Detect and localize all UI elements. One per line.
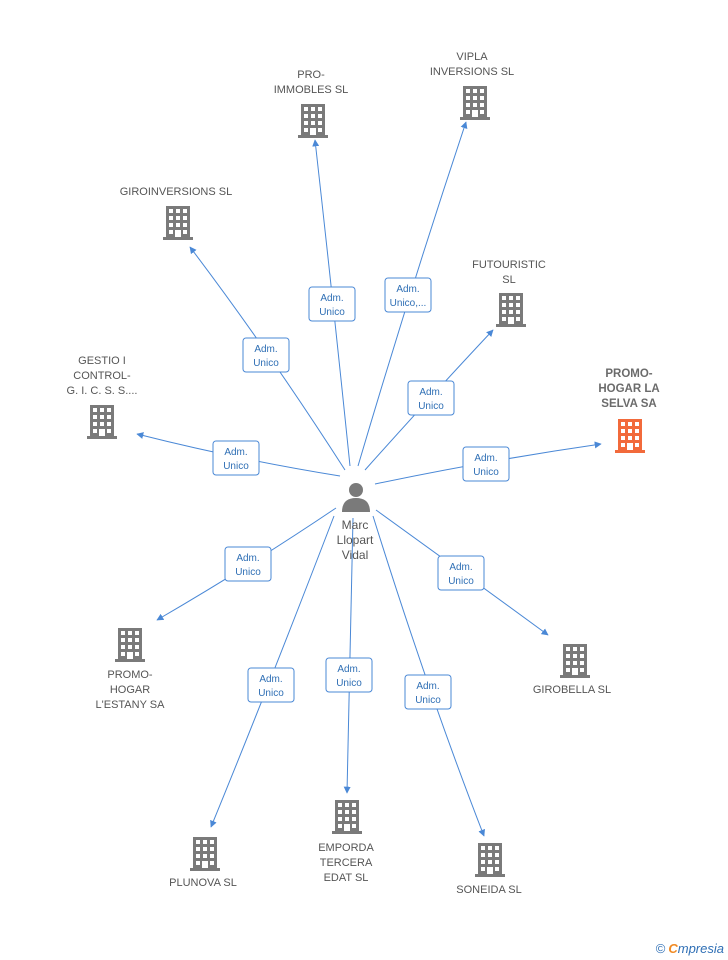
role-label-soneida[interactable]: Adm. Unico xyxy=(404,674,452,710)
role-label-pro-immobles[interactable]: Adm. Unico xyxy=(308,286,356,322)
company-name-line: SONEIDA SL xyxy=(456,884,521,896)
company-name-line: TERCERA xyxy=(320,857,373,869)
role-label-line: Unico xyxy=(235,567,261,578)
company-name-line: IMMOBLES SL xyxy=(274,84,349,96)
building-icon xyxy=(332,800,362,834)
role-label-line: Unico xyxy=(473,467,499,478)
role-label-line: Unico,... xyxy=(390,298,427,309)
company-name-line: PLUNOVA SL xyxy=(169,877,237,889)
person-name-line: Llopart xyxy=(337,533,374,547)
role-label-line: Adm. xyxy=(259,674,282,685)
role-label-line: Adm. xyxy=(416,681,439,692)
role-label-futouristic[interactable]: Adm. Unico xyxy=(407,380,455,416)
role-label-box xyxy=(212,440,260,476)
role-label-line: Unico xyxy=(223,461,249,472)
brand-name: mpresia xyxy=(677,941,724,956)
building-icon xyxy=(496,293,526,327)
company-name-line: GIROINVERSIONS SL xyxy=(120,186,232,198)
company-name-line: G. I. C. S. S.... xyxy=(67,385,138,397)
company-node-vipla[interactable]: VIPLA INVERSIONS SL xyxy=(430,51,514,120)
person-icon xyxy=(342,483,370,512)
copyright-icon: © xyxy=(655,941,666,956)
building-icon xyxy=(475,843,505,877)
person-name-line: Marc xyxy=(342,518,369,532)
role-label-line: Unico xyxy=(418,401,444,412)
company-node-promo-hogar-la-selva[interactable]: PROMO- HOGAR LA SELVA SA xyxy=(598,368,660,453)
building-icon xyxy=(460,86,490,120)
role-label-plunova[interactable]: Adm. Unico xyxy=(247,667,295,703)
building-icon xyxy=(115,628,145,662)
role-label-line: Unico xyxy=(415,695,441,706)
company-node-promo-hogar-estany[interactable]: PROMO- HOGAR L'ESTANY SA xyxy=(96,628,166,711)
company-name-line: VIPLA xyxy=(456,51,488,63)
company-name-line: PRO- xyxy=(297,69,325,81)
role-label-line: Adm. xyxy=(320,293,343,304)
person-name-line: Vidal xyxy=(342,548,368,562)
role-label-emporda-tercera[interactable]: Adm. Unico xyxy=(325,657,373,693)
company-node-soneida[interactable]: SONEIDA SL xyxy=(456,843,522,896)
company-name-line: HOGAR LA xyxy=(598,383,659,395)
role-label-promo-hogar-estany[interactable]: Adm. Unico xyxy=(224,546,272,582)
company-node-giroinversions[interactable]: GIROINVERSIONS SL xyxy=(120,186,232,240)
building-icon xyxy=(615,419,645,453)
company-node-futouristic[interactable]: FUTOURISTIC SL xyxy=(472,259,546,327)
brand-initial: C xyxy=(668,941,678,956)
building-icon xyxy=(560,644,590,678)
company-name-line: HOGAR xyxy=(110,684,150,696)
company-name-line: SELVA SA xyxy=(601,398,656,410)
company-name-line: SL xyxy=(502,274,515,286)
role-label-line: Adm. xyxy=(254,344,277,355)
role-label-box xyxy=(404,674,452,710)
company-name-line: EDAT SL xyxy=(324,872,369,884)
role-label-vipla[interactable]: Adm. Unico,... xyxy=(384,277,432,313)
role-label-line: Unico xyxy=(448,576,474,587)
role-label-line: Adm. xyxy=(236,553,259,564)
role-label-line: Unico xyxy=(253,358,279,369)
building-icon xyxy=(163,206,193,240)
role-label-box xyxy=(247,667,295,703)
company-node-pro-immobles[interactable]: PRO- IMMOBLES SL xyxy=(274,69,349,138)
role-label-box xyxy=(325,657,373,693)
company-name-line: PROMO- xyxy=(107,669,153,681)
role-label-promo-hogar-la-selva[interactable]: Adm. Unico xyxy=(462,446,510,482)
company-name-line: INVERSIONS SL xyxy=(430,66,514,78)
role-label-line: Unico xyxy=(336,678,362,689)
role-label-box xyxy=(437,555,485,591)
company-node-gestio-control[interactable]: GESTIO I CONTROL- G. I. C. S. S.... xyxy=(67,355,138,439)
role-label-box xyxy=(407,380,455,416)
company-name-line: GIROBELLA SL xyxy=(533,684,611,696)
company-node-plunova[interactable]: PLUNOVA SL xyxy=(169,837,237,889)
company-name-line: PROMO- xyxy=(605,368,652,380)
role-label-giroinversions[interactable]: Adm. Unico xyxy=(242,337,290,373)
company-name-line: GESTIO I xyxy=(78,355,126,367)
role-label-box xyxy=(384,277,432,313)
company-name-line: L'ESTANY SA xyxy=(96,699,166,711)
company-name-line: FUTOURISTIC xyxy=(472,259,546,271)
role-label-box xyxy=(242,337,290,373)
footer-logo: ©Cmpresia xyxy=(656,941,724,956)
role-label-line: Adm. xyxy=(419,387,442,398)
company-name-line: EMPORDA xyxy=(318,842,374,854)
role-label-line: Adm. xyxy=(337,664,360,675)
role-label-line: Adm. xyxy=(396,284,419,295)
company-node-emporda-tercera[interactable]: EMPORDA TERCERA EDAT SL xyxy=(318,800,374,884)
role-label-box xyxy=(308,286,356,322)
role-label-girobella[interactable]: Adm. Unico xyxy=(437,555,485,591)
role-label-line: Unico xyxy=(258,688,284,699)
building-icon xyxy=(298,104,328,138)
role-label-line: Unico xyxy=(319,307,345,318)
building-icon xyxy=(190,837,220,871)
role-label-box xyxy=(224,546,272,582)
role-label-line: Adm. xyxy=(449,562,472,573)
role-label-box xyxy=(462,446,510,482)
role-label-line: Adm. xyxy=(224,447,247,458)
company-name-line: CONTROL- xyxy=(73,370,131,382)
role-label-gestio-control[interactable]: Adm. Unico xyxy=(212,440,260,476)
building-icon xyxy=(87,405,117,439)
role-label-line: Adm. xyxy=(474,453,497,464)
company-node-girobella[interactable]: GIROBELLA SL xyxy=(533,644,611,696)
